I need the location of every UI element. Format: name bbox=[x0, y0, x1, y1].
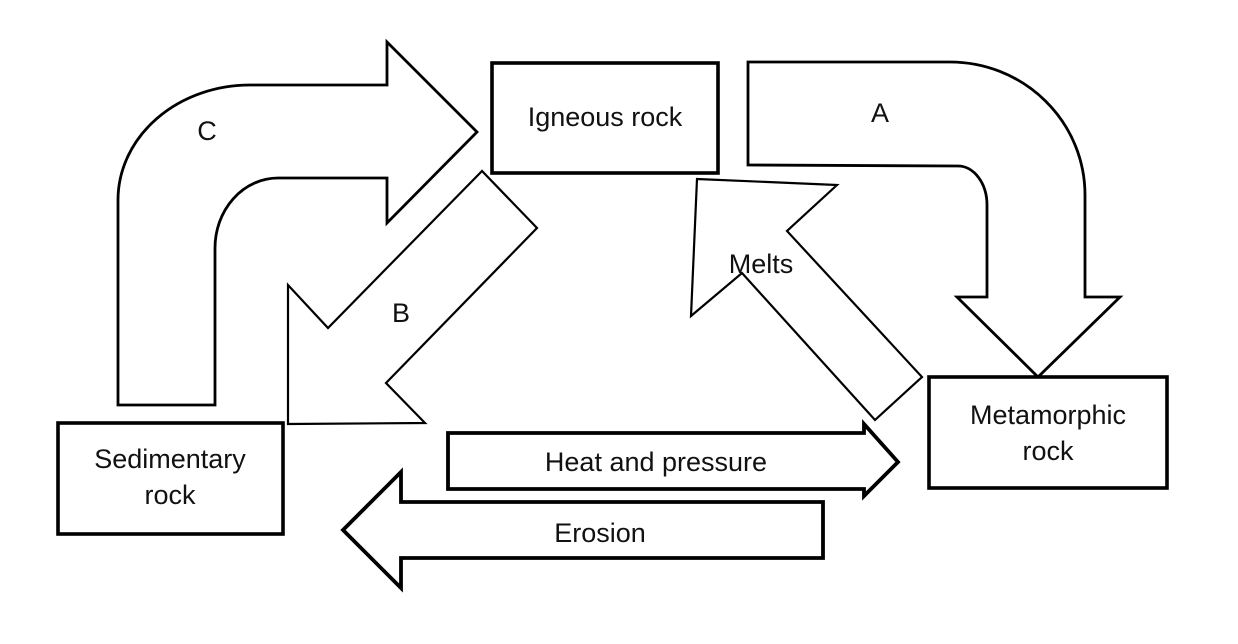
arrow-erosion-label: Erosion bbox=[554, 518, 646, 548]
arrow-a-shape bbox=[746, 60, 1124, 379]
arrow-b-shape bbox=[286, 169, 539, 426]
node-igneous-box bbox=[490, 61, 720, 175]
node-metamorphic-label-line2: rock bbox=[1022, 436, 1074, 466]
node-igneous-label: Igneous rock bbox=[528, 102, 683, 132]
arrow-c-shape bbox=[116, 38, 479, 407]
node-sedimentary-label-line1: Sedimentary bbox=[94, 444, 246, 474]
node-metamorphic-label-line1: Metamorphic bbox=[970, 400, 1126, 430]
arrow-erosion-shape bbox=[340, 467, 825, 593]
arrow-melts-shape bbox=[689, 177, 924, 422]
arrow-a-label: A bbox=[871, 98, 889, 128]
node-metamorphic-box bbox=[927, 375, 1169, 490]
node-sedimentary-label-line2: rock bbox=[144, 480, 196, 510]
arrow-melts-label: Melts bbox=[729, 249, 794, 279]
arrow-b-label: B bbox=[392, 298, 410, 328]
arrow-heat-and-pressure-shape bbox=[446, 419, 901, 501]
node-sedimentary-box bbox=[56, 421, 285, 536]
arrow-c-label: C bbox=[197, 116, 217, 146]
arrow-heat-and-pressure-label: Heat and pressure bbox=[545, 447, 767, 477]
